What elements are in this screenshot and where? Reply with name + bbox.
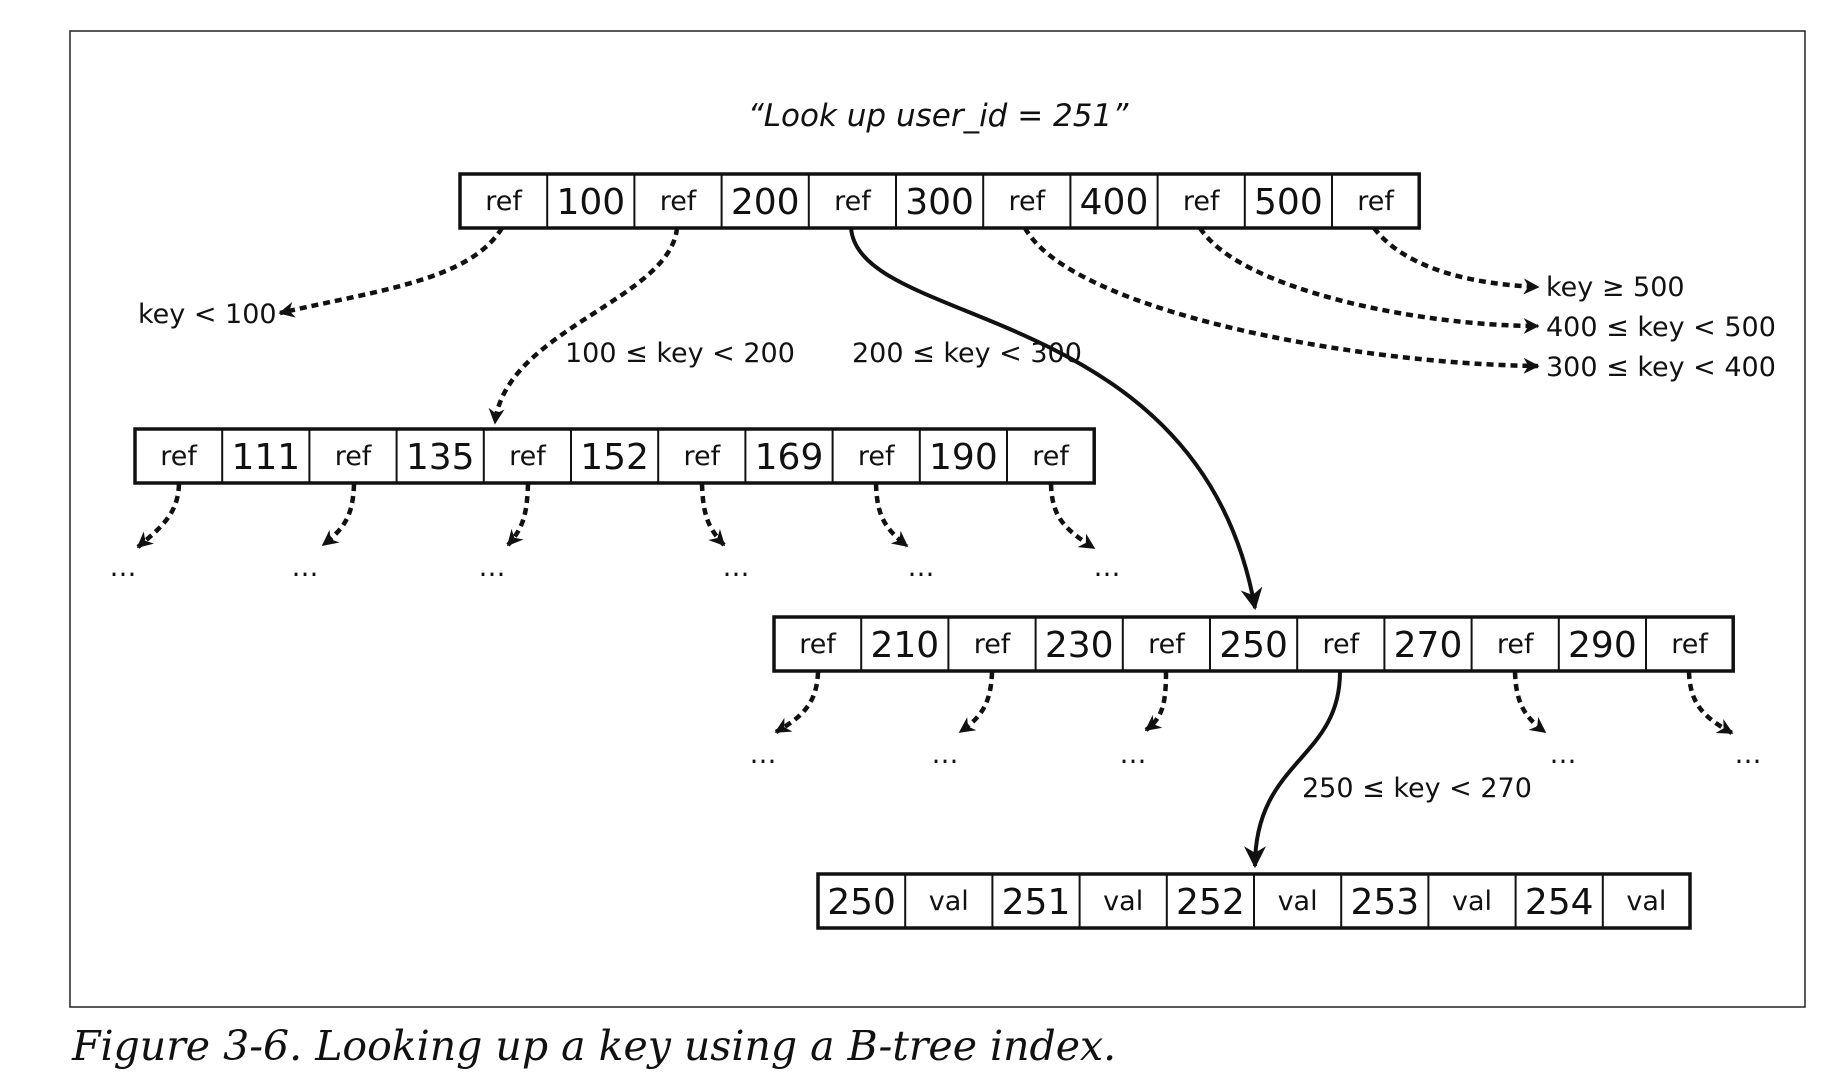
pointer-mid-8 — [1512, 671, 1547, 734]
ellipsis-left-6: … — [723, 552, 750, 583]
cell-val: val — [1103, 886, 1143, 917]
cell-ref: ref — [974, 629, 1012, 660]
mid-child-node: ref 210 ref 230 ref 250 ref 270 ref 290 ref — [772, 615, 1735, 673]
cell-ref: ref — [660, 186, 698, 217]
cell-ref: ref — [485, 186, 523, 217]
cell-ref: ref — [1008, 186, 1046, 217]
cell-key: 152 — [580, 437, 649, 478]
pointer-left-8 — [873, 483, 909, 548]
range-label-300-400: 300 ≤ key < 400 — [1546, 352, 1776, 383]
left-child-pointers — [136, 483, 1096, 550]
cell-ref: ref — [1032, 441, 1070, 472]
cell-ref: ref — [683, 441, 721, 472]
node-outline — [772, 615, 1735, 673]
ellipsis-left-10: … — [1094, 552, 1121, 583]
ellipsis-mid-8: … — [1550, 739, 1577, 770]
pointer-100-200 — [488, 227, 680, 425]
cell-ref: ref — [1671, 629, 1709, 660]
pointer-left-2 — [321, 483, 357, 547]
cell-key: 251 — [1002, 882, 1071, 923]
ellipsis-mid-0: … — [750, 739, 777, 770]
cell-ref: ref — [1322, 629, 1360, 660]
leaf-node: 250 val 251 val 252 val 253 val 254 val — [816, 872, 1692, 930]
ellipsis-left-8: … — [908, 552, 935, 583]
cell-key: 230 — [1045, 625, 1114, 666]
cell-key: 270 — [1394, 625, 1463, 666]
ellipses: … … … … … … … … … … … — [110, 552, 1762, 770]
ellipsis-left-2: … — [292, 552, 319, 583]
ellipsis-left-0: … — [110, 552, 137, 583]
cell-ref: ref — [509, 441, 547, 472]
pointer-250-270 — [1244, 671, 1342, 869]
pointer-left-0 — [136, 483, 182, 549]
cell-key: 200 — [731, 182, 800, 223]
cell-val: val — [1452, 886, 1492, 917]
pointer-left-10 — [1048, 483, 1096, 550]
pointer-key-lt-100 — [278, 226, 504, 318]
node-outline — [458, 172, 1421, 230]
ellipsis-left-4: … — [479, 552, 506, 583]
node-outline — [133, 427, 1096, 485]
pointer-mid-4 — [1144, 671, 1169, 732]
cell-ref: ref — [1183, 186, 1221, 217]
cell-key: 210 — [870, 625, 939, 666]
pointer-mid-0 — [774, 671, 821, 734]
left-child-node: ref 111 ref 135 ref 152 ref 169 ref 190 ref — [133, 427, 1096, 485]
range-label-lt-100: key < 100 — [138, 299, 277, 330]
cell-val: val — [1278, 886, 1318, 917]
cell-key: 100 — [556, 182, 625, 223]
cell-ref: ref — [834, 186, 872, 217]
pointer-mid-2 — [958, 671, 995, 734]
cell-ref: ref — [799, 629, 837, 660]
range-label-ge-500: key ≥ 500 — [1546, 272, 1685, 303]
cell-key: 169 — [755, 437, 824, 478]
cell-ref: ref — [1148, 629, 1186, 660]
range-label-400-500: 400 ≤ key < 500 — [1546, 312, 1776, 343]
pointer-400-500 — [1198, 226, 1540, 334]
cell-key: 300 — [905, 182, 974, 223]
cell-key: 254 — [1525, 882, 1594, 923]
range-label-200-300: 200 ≤ key < 300 — [852, 338, 1082, 369]
mid-child-pointers — [774, 671, 1734, 869]
cell-key: 250 — [827, 882, 896, 923]
cell-key: 252 — [1176, 882, 1245, 923]
pointer-left-4 — [506, 483, 531, 547]
cell-key: 111 — [231, 437, 300, 478]
cell-ref: ref — [335, 441, 373, 472]
pointer-key-ge-500 — [1372, 226, 1540, 295]
figure-caption: Figure 3-6. Looking up a key using a B-t… — [72, 1022, 1117, 1070]
cell-ref: ref — [1497, 629, 1535, 660]
cell-val: val — [929, 886, 969, 917]
query-text: “Look up user_id = 251” — [748, 98, 1130, 134]
root-pointers — [278, 226, 1540, 611]
cell-val: val — [1626, 886, 1666, 917]
ellipsis-mid-2: … — [932, 739, 959, 770]
cell-ref: ref — [160, 441, 198, 472]
range-label-250-270: 250 ≤ key < 270 — [1302, 773, 1532, 804]
cell-ref: ref — [1357, 186, 1395, 217]
cell-key: 400 — [1080, 182, 1149, 223]
cell-key: 253 — [1350, 882, 1419, 923]
pointer-mid-10 — [1686, 671, 1734, 735]
ellipsis-mid-10: … — [1735, 739, 1762, 770]
root-node: ref 100 ref 200 ref 300 ref 400 ref 500 ref — [458, 172, 1421, 230]
ellipsis-mid-4: … — [1120, 739, 1147, 770]
pointer-300-400 — [1023, 226, 1540, 374]
pointer-200-300 — [849, 227, 1263, 611]
cell-ref: ref — [858, 441, 896, 472]
cell-key: 190 — [929, 437, 998, 478]
cell-key: 500 — [1254, 182, 1323, 223]
pointer-left-6 — [699, 483, 726, 547]
figure-frame — [69, 30, 1806, 1008]
cell-key: 250 — [1219, 625, 1288, 666]
cell-key: 135 — [406, 437, 475, 478]
range-label-100-200: 100 ≤ key < 200 — [565, 338, 795, 369]
cell-key: 290 — [1568, 625, 1637, 666]
